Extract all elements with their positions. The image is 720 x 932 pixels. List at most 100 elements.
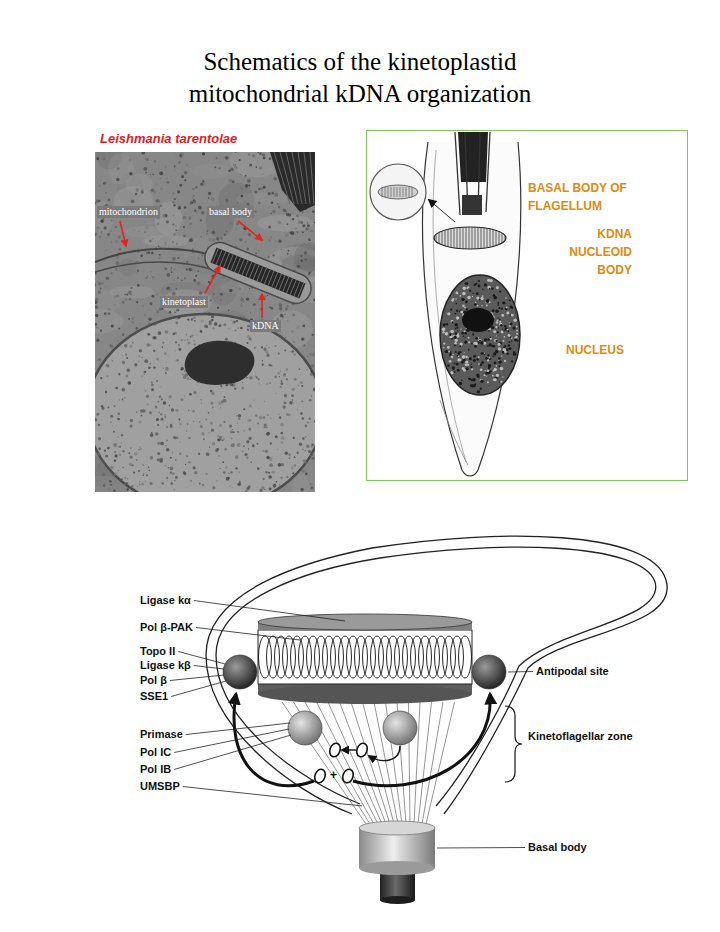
- cell-drawing: [469, 226, 470, 250]
- micrograph: [289, 457, 291, 459]
- micrograph: [286, 223, 288, 225]
- cell-drawing: [480, 379, 484, 383]
- micrograph: [166, 479, 167, 480]
- micrograph: [172, 452, 173, 453]
- micrograph: [101, 219, 105, 223]
- micrograph: [104, 450, 106, 452]
- micrograph: [152, 238, 153, 239]
- micrograph: [132, 321, 134, 323]
- micrograph: [308, 450, 311, 453]
- micrograph: [297, 265, 300, 268]
- micrograph: [219, 424, 222, 427]
- cell-drawing: [450, 330, 454, 334]
- micrograph: [174, 312, 176, 314]
- micrograph: [262, 153, 265, 156]
- cell-drawing: [451, 334, 452, 335]
- micrograph: [291, 231, 295, 235]
- micrograph: [114, 304, 116, 306]
- cell-drawing: [459, 295, 461, 297]
- cell-drawing: [445, 350, 448, 353]
- micrograph: [124, 294, 126, 296]
- cell-drawing: [488, 366, 490, 368]
- micrograph: [256, 376, 258, 378]
- micrograph: [149, 302, 152, 305]
- micrograph: [249, 163, 252, 166]
- cell-drawing: [481, 352, 483, 354]
- micrograph: [117, 418, 120, 421]
- micrograph: [311, 487, 314, 490]
- micrograph: [283, 264, 284, 265]
- micrograph: [216, 297, 218, 299]
- micrograph: [111, 324, 114, 327]
- cell-drawing: [453, 335, 456, 338]
- cell-drawing: [455, 339, 458, 342]
- micrograph: [110, 421, 112, 423]
- cell-drawing: [493, 330, 496, 333]
- micrograph: [253, 303, 256, 306]
- micrograph: [286, 413, 289, 416]
- micrograph: [216, 157, 218, 159]
- cell-drawing: [493, 226, 494, 250]
- micrograph: [168, 467, 170, 469]
- cell-drawing: [500, 381, 502, 383]
- micrograph: [98, 424, 100, 426]
- cell-drawing: [489, 288, 491, 290]
- micrograph: [100, 330, 102, 332]
- micrograph: [144, 481, 146, 483]
- micrograph: [188, 342, 191, 345]
- micrograph: [313, 298, 315, 302]
- cell-drawing: [477, 375, 480, 378]
- micrograph: [208, 197, 210, 199]
- cell-drawing: [480, 297, 483, 300]
- micrograph: [295, 227, 297, 229]
- micrograph: [147, 333, 150, 336]
- micrograph: [140, 254, 142, 256]
- part-label: mitochondrion: [97, 206, 160, 218]
- micrograph: [299, 368, 301, 370]
- cell-drawing: [498, 342, 502, 346]
- part-label: basal body: [207, 206, 254, 218]
- micrograph: [185, 172, 186, 173]
- micrograph: [237, 229, 238, 230]
- micrograph: [118, 248, 121, 251]
- micrograph: [292, 218, 294, 220]
- cell-drawing: [502, 328, 503, 329]
- micrograph: [314, 421, 315, 423]
- micrograph: [114, 473, 117, 476]
- micrograph: [271, 192, 274, 195]
- micrograph: [112, 360, 114, 362]
- cell-drawing: [487, 370, 490, 373]
- micrograph: [126, 293, 128, 295]
- cell-drawing: [480, 368, 483, 371]
- micrograph: [172, 332, 175, 335]
- micrograph: [156, 293, 158, 295]
- cell-drawing: [492, 375, 494, 377]
- micrograph: [230, 223, 232, 225]
- micrograph: [121, 434, 123, 436]
- micrograph: [160, 309, 162, 311]
- part-label: Pol β-PAK: [140, 621, 193, 634]
- micrograph: [116, 261, 120, 265]
- cell-drawing: [453, 368, 455, 370]
- cell-drawing: [457, 330, 458, 331]
- micrograph: [237, 431, 239, 433]
- cell-drawing: [478, 339, 481, 342]
- micrograph: [180, 152, 184, 156]
- cell-drawing: [491, 326, 494, 329]
- cell-drawing: [489, 357, 491, 359]
- micrograph: [290, 351, 291, 352]
- micrograph: [298, 220, 302, 224]
- micrograph: [159, 308, 162, 311]
- micrograph: [241, 195, 244, 198]
- micrograph: [292, 399, 293, 400]
- micrograph: [292, 472, 294, 474]
- micrograph: [274, 375, 277, 378]
- micrograph: [307, 222, 308, 223]
- cell-drawing: [501, 330, 504, 333]
- micrograph: [195, 275, 197, 277]
- micrograph: [175, 459, 177, 461]
- micrograph: [157, 458, 160, 461]
- cell-drawing: [480, 341, 484, 345]
- micrograph: [220, 385, 222, 387]
- cell-drawing: [486, 300, 489, 303]
